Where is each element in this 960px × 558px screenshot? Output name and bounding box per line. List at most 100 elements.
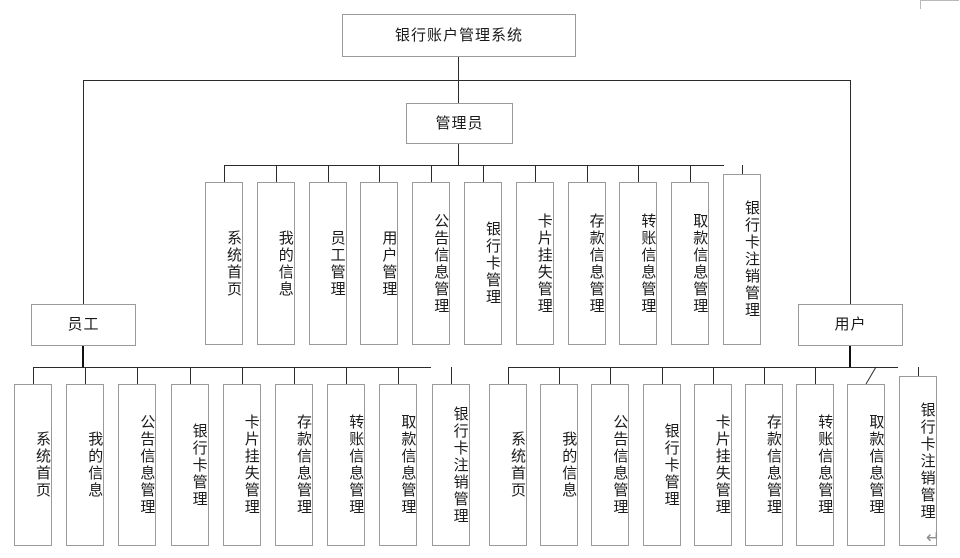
node-user-module-5[interactable]: 卡片挂失管理 [693, 384, 732, 546]
node-label: 取款信息管理 [691, 212, 710, 315]
node-label: 银行卡注销管理 [918, 401, 937, 521]
node-label: 我的信息 [86, 431, 105, 499]
connector-user-bus [508, 367, 898, 368]
node-label: 银行卡注销管理 [451, 405, 470, 525]
connector-drop [294, 367, 295, 384]
node-employee-module-2[interactable]: 我的信息 [66, 384, 105, 546]
node-user-module-9[interactable]: 银行卡注销管理 [898, 376, 937, 546]
connector-drop [431, 165, 433, 182]
connector-drop [241, 367, 243, 384]
node-role-user[interactable]: 用户 [798, 304, 903, 346]
connector-drop [398, 367, 400, 384]
connector-drop [450, 367, 452, 384]
node-user-module-6[interactable]: 存款信息管理 [745, 384, 783, 546]
node-user-module-4[interactable]: 银行卡管理 [642, 384, 681, 546]
connector-root-trunk [458, 57, 459, 81]
node-user-module-1[interactable]: 系统首页 [489, 384, 527, 546]
node-user-module-2[interactable]: 我的信息 [540, 384, 579, 546]
connector-drop [586, 165, 588, 182]
node-label: 我的信息 [276, 229, 295, 298]
node-label: 卡片挂失管理 [242, 414, 261, 516]
node-admin-module-7[interactable]: 卡片挂失管理 [515, 182, 554, 345]
connector-drop [815, 367, 817, 384]
connector-drop [712, 367, 714, 384]
node-label: 银行卡管理 [190, 422, 209, 508]
connector-drop [917, 367, 919, 384]
connector-drop [33, 367, 34, 384]
connector-drop [483, 165, 484, 182]
connector-drop [534, 165, 536, 182]
connector-drop [764, 367, 765, 384]
node-label: 公告信息管理 [138, 414, 157, 516]
node-admin-module-10[interactable]: 取款信息管理 [671, 182, 710, 345]
node-label: 转账信息管理 [639, 212, 658, 315]
paragraph-mark: ↵ [926, 528, 941, 548]
node-label: 公告信息管理 [432, 212, 451, 315]
node-label: 转账信息管理 [816, 414, 835, 516]
node-admin-module-6[interactable]: 银行卡管理 [464, 182, 502, 345]
connector-drop [379, 165, 381, 182]
node-label: 银行卡注销管理 [743, 200, 761, 319]
connector-employee-stem [82, 346, 84, 367]
connector-employee-bus [33, 367, 431, 368]
node-label: 员工管理 [328, 229, 347, 298]
node-employee-module-5[interactable]: 卡片挂失管理 [222, 384, 261, 546]
node-employee-module-4[interactable]: 银行卡管理 [170, 384, 209, 546]
connector-drop [189, 367, 191, 384]
node-label: 存款信息管理 [587, 212, 606, 315]
node-label: 我的信息 [560, 431, 579, 499]
node-user-module-8[interactable]: 取款信息管理 [847, 384, 886, 546]
page-corner-mark [920, 0, 959, 9]
node-role-admin-label: 管理员 [435, 113, 484, 132]
connector-bus-to-employee [83, 80, 84, 304]
node-employee-module-7[interactable]: 转账信息管理 [327, 384, 366, 546]
node-role-admin[interactable]: 管理员 [406, 103, 513, 144]
connector-drop [661, 367, 663, 384]
node-label: 系统首页 [509, 431, 527, 499]
node-admin-module-11[interactable]: 银行卡注销管理 [723, 174, 761, 345]
node-label: 银行卡管理 [662, 422, 681, 508]
connector-drop [327, 165, 329, 182]
connector-drop [224, 165, 225, 182]
node-admin-module-4[interactable]: 用户管理 [360, 182, 399, 345]
connector-bus-to-user [850, 80, 851, 304]
connector-drop [346, 367, 348, 384]
node-root-label: 银行账户管理系统 [394, 25, 523, 44]
connector-drop [85, 367, 87, 384]
node-employee-module-8[interactable]: 取款信息管理 [379, 384, 418, 546]
node-employee-module-3[interactable]: 公告信息管理 [118, 384, 157, 546]
node-label: 系统首页 [225, 229, 243, 298]
node-admin-module-5[interactable]: 公告信息管理 [412, 182, 451, 345]
connector-admin-bus [224, 165, 724, 166]
connector-drop [638, 165, 640, 182]
connector-drop [508, 367, 509, 384]
connector-user-stem [849, 346, 851, 367]
node-role-employee-label: 员工 [67, 315, 100, 334]
node-employee-module-9[interactable]: 银行卡注销管理 [431, 384, 470, 546]
connector-bus-to-admin [458, 80, 459, 103]
node-user-module-7[interactable]: 转账信息管理 [796, 384, 835, 546]
node-label: 用户管理 [380, 229, 399, 298]
node-label: 转账信息管理 [347, 414, 366, 516]
connector-drop [275, 165, 277, 182]
node-label: 卡片挂失管理 [713, 414, 732, 516]
connector-drop [610, 367, 612, 384]
node-root-system[interactable]: 银行账户管理系统 [342, 14, 576, 57]
node-label: 取款信息管理 [867, 414, 886, 516]
node-admin-module-1[interactable]: 系统首页 [205, 182, 243, 345]
node-employee-module-6[interactable]: 存款信息管理 [275, 384, 313, 546]
node-admin-module-3[interactable]: 员工管理 [308, 182, 347, 345]
node-label: 银行卡管理 [484, 221, 502, 306]
node-admin-module-8[interactable]: 存款信息管理 [567, 182, 606, 345]
connector-top-bus [83, 80, 851, 81]
node-label: 系统首页 [34, 431, 52, 499]
node-role-employee[interactable]: 员工 [31, 304, 136, 346]
connector-drop [559, 367, 561, 384]
node-label: 存款信息管理 [295, 414, 313, 516]
node-admin-module-2[interactable]: 我的信息 [256, 182, 295, 345]
node-admin-module-9[interactable]: 转账信息管理 [619, 182, 658, 345]
connector-drop [742, 165, 743, 182]
node-user-module-3[interactable]: 公告信息管理 [591, 384, 630, 546]
node-employee-module-1[interactable]: 系统首页 [14, 384, 52, 546]
